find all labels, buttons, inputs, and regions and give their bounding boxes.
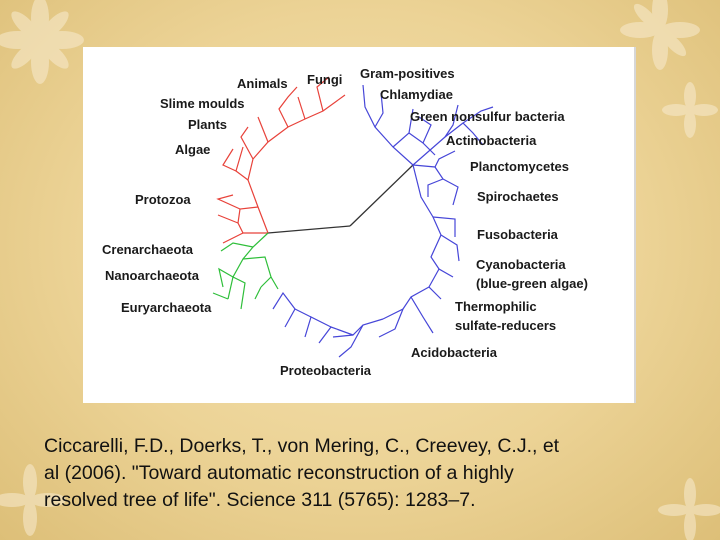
phylogenetic-tree: Animals Fungi Gram-positives Chlamydiae …: [102, 66, 588, 378]
label-actinobacteria: Actinobacteria: [446, 133, 537, 148]
bacteria-branches: [272, 84, 494, 358]
label-sulfate-reducers: sulfate-reducers: [455, 318, 556, 333]
citation-text: Ciccarelli, F.D., Doerks, T., von Mering…: [44, 433, 704, 514]
label-gram-positives: Gram-positives: [360, 66, 455, 81]
label-thermophilic: Thermophilic: [455, 299, 537, 314]
label-nanoarchaeota: Nanoarchaeota: [105, 268, 200, 283]
label-cyanobacteria: Cyanobacteria: [476, 257, 566, 272]
label-plants: Plants: [188, 117, 227, 132]
label-fusobacteria: Fusobacteria: [477, 227, 559, 242]
citation-line-2: al (2006). "Toward automatic reconstruct…: [44, 462, 514, 484]
label-acidobacteria: Acidobacteria: [411, 345, 498, 360]
citation-line-1: Ciccarelli, F.D., Doerks, T., von Mering…: [44, 435, 560, 457]
label-cyanobacteria-blue-green-algae: (blue-green algae): [476, 276, 588, 291]
label-euryarchaeota: Euryarchaeota: [121, 300, 212, 315]
label-protozoa: Protozoa: [135, 192, 191, 207]
label-chlamydiae: Chlamydiae: [380, 87, 453, 102]
label-animals: Animals: [237, 76, 288, 91]
label-green-nonsulfur-bacteria: Green nonsulfur bacteria: [410, 109, 565, 124]
citation-line-3: resolved tree of life". Science 311 (576…: [44, 489, 476, 511]
eukaryota-branches: [216, 76, 346, 244]
label-planctomycetes: Planctomycetes: [470, 159, 569, 174]
tree-of-life-figure: Animals Fungi Gram-positives Chlamydiae …: [83, 47, 636, 403]
label-proteobacteria: Proteobacteria: [280, 363, 372, 378]
label-algae: Algae: [175, 142, 210, 157]
root-branches: [267, 164, 414, 234]
archaea-branches: [212, 232, 279, 310]
label-slime-moulds: Slime moulds: [160, 96, 245, 111]
label-spirochaetes: Spirochaetes: [477, 189, 559, 204]
label-crenarchaeota: Crenarchaeota: [102, 242, 194, 257]
label-fungi: Fungi: [307, 72, 342, 87]
